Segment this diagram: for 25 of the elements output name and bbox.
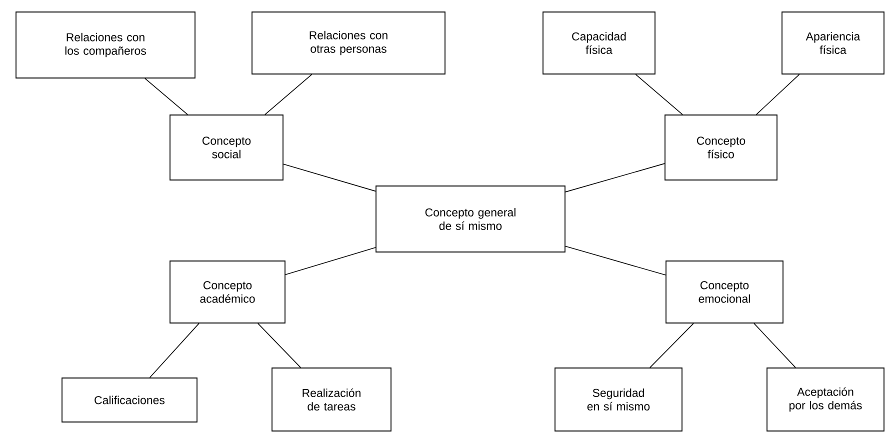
concept-box: Realización de tareas	[272, 368, 392, 432]
connector-line	[149, 323, 200, 378]
connector-line	[565, 246, 666, 276]
concept-box: Aceptación por los demás	[766, 368, 884, 432]
concept-box: Concepto físico	[664, 114, 778, 180]
connector-line	[144, 78, 188, 115]
concept-box: Apariencia física	[782, 12, 884, 74]
concept-box: Concepto académico	[170, 260, 286, 324]
concept-box: Concepto emocional	[666, 260, 784, 324]
concept-box: Relaciones con otras personas	[252, 12, 446, 74]
connector-line	[285, 247, 376, 276]
concept-box: Concepto social	[170, 114, 284, 180]
concept-box: Seguridad en sí mismo	[554, 368, 682, 432]
connector-line	[283, 164, 376, 192]
connector-line	[754, 323, 796, 368]
connector-line	[565, 163, 665, 192]
connector-line	[264, 74, 312, 115]
connector-line	[756, 74, 800, 115]
concept-box: Concepto general de sí mismo	[376, 186, 566, 252]
concept-box: Relaciones con los compañeros	[16, 12, 196, 78]
concept-box: Calificaciones	[62, 378, 198, 422]
connector-line	[650, 323, 694, 368]
connector-line	[635, 74, 683, 115]
connector-line	[258, 323, 302, 368]
concept-box: Capacidad física	[542, 12, 656, 74]
